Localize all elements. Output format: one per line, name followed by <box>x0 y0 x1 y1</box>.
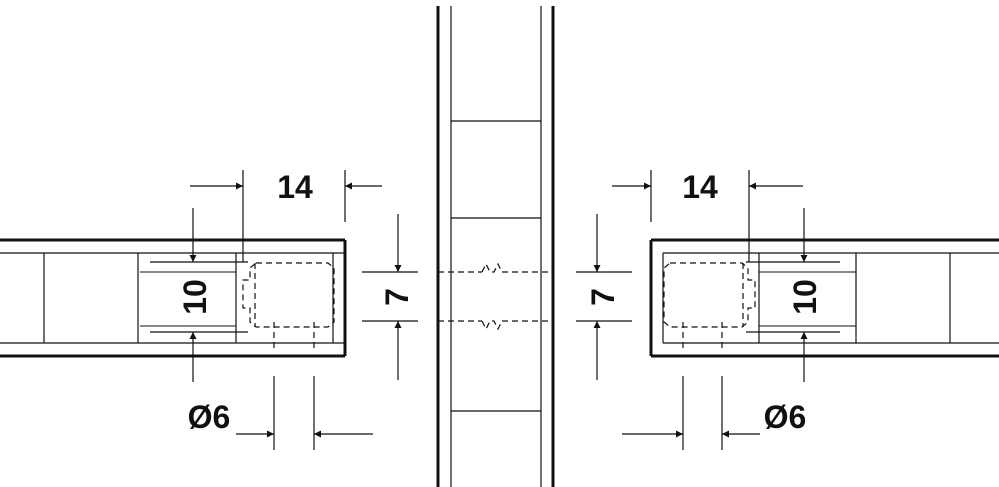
center-bolt-hidden-outline <box>438 262 553 331</box>
right-panel <box>649 238 999 358</box>
right-height-label: 10 <box>787 279 823 315</box>
left-height-label: 10 <box>177 279 213 315</box>
right-width-label: 14 <box>682 169 718 205</box>
right-height-dimension <box>746 208 840 382</box>
left-connector-hidden-outline <box>242 262 335 352</box>
left-diameter-label: Ø6 <box>188 399 231 435</box>
right-diameter-dimension <box>622 376 760 450</box>
right-connector-hidden-outline <box>663 262 756 352</box>
center-panel <box>436 6 555 487</box>
left-height-dimension <box>150 208 248 382</box>
left-width-label: 14 <box>277 169 313 205</box>
center-left-gap-label: 7 <box>379 288 415 306</box>
right-diameter-label: Ø6 <box>764 399 807 435</box>
center-left-gap-dimension <box>362 214 418 380</box>
right-width-dimension <box>612 170 803 262</box>
center-right-gap-label: 7 <box>585 288 621 306</box>
center-right-gap-dimension <box>576 214 632 380</box>
left-width-dimension <box>190 170 382 262</box>
left-diameter-dimension <box>236 376 373 450</box>
left-panel <box>0 238 347 358</box>
